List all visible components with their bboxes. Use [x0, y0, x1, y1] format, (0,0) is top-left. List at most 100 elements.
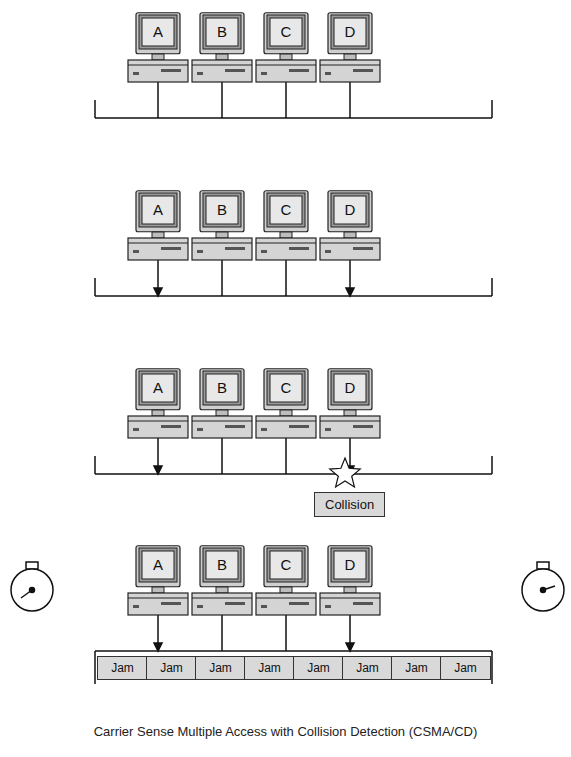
collision-label-box: Collision: [314, 492, 385, 517]
drive-slot: [289, 425, 309, 428]
drive-slot: [353, 425, 373, 428]
power-button: [325, 250, 331, 253]
arrow-head: [154, 288, 162, 296]
power-button: [325, 428, 331, 431]
computer-station: C: [255, 368, 317, 440]
monitor-stand: [152, 587, 164, 593]
computer-station: D: [319, 545, 381, 617]
computer-icon: [191, 545, 253, 617]
monitor-frame: [264, 546, 308, 587]
drive-slot: [161, 69, 181, 72]
clock-pivot: [541, 588, 546, 593]
power-button: [133, 605, 139, 608]
bus-line: [95, 295, 492, 297]
monitor-stand: [216, 232, 228, 238]
monitor-stand: [280, 54, 292, 60]
computer-station: A: [127, 545, 189, 617]
figure-caption: Carrier Sense Multiple Access with Colli…: [94, 724, 478, 739]
computer-icon: [127, 368, 189, 440]
system-unit: [192, 60, 252, 82]
power-button: [133, 250, 139, 253]
monitor-screen: [334, 374, 366, 402]
drive-slot: [353, 602, 373, 605]
computer-icon: [319, 368, 381, 440]
computer-station: B: [191, 190, 253, 262]
bus-end: [94, 456, 96, 474]
signal-arrow: [349, 615, 351, 643]
power-button: [197, 250, 203, 253]
jam-signal-box: Jam: [97, 656, 148, 680]
monitor-frame: [200, 13, 244, 54]
computer-icon: [191, 12, 253, 84]
bus-row-1: [95, 82, 492, 118]
station-letter: D: [334, 551, 366, 579]
monitor-screen: [142, 196, 174, 224]
power-button: [197, 428, 203, 431]
system-unit: [320, 238, 380, 260]
clock-face: [11, 569, 53, 611]
drop-wire: [349, 82, 351, 118]
bus-end: [491, 100, 493, 118]
unit-edge: [192, 65, 252, 66]
signal-arrow: [157, 615, 159, 643]
system-unit: [128, 238, 188, 260]
monitor-frame: [200, 191, 244, 232]
computer-icon: [255, 368, 317, 440]
computer-icon: [255, 545, 317, 617]
computer-icon: [127, 12, 189, 84]
monitor-frame: [264, 13, 308, 54]
station-letter: B: [206, 551, 238, 579]
bus-end: [491, 651, 493, 684]
unit-edge: [192, 421, 252, 422]
signal-arrow: [349, 438, 351, 466]
monitor-stand: [344, 232, 356, 238]
monitor-screen: [206, 374, 238, 402]
unit-edge: [192, 243, 252, 244]
computer-icon: [127, 190, 189, 262]
computer-station: D: [319, 368, 381, 440]
monitor-stand: [152, 54, 164, 60]
monitor-stand: [280, 232, 292, 238]
bus-row-3: [95, 438, 492, 487]
bus-end: [94, 651, 96, 684]
clock-knob: [26, 562, 38, 569]
monitor-screen: [270, 374, 302, 402]
jam-signal-box: Jam: [391, 656, 442, 680]
station-letter: C: [270, 551, 302, 579]
system-unit: [320, 593, 380, 615]
jam-signal-box: Jam: [293, 656, 344, 680]
monitor-bezel: [267, 15, 305, 49]
timer-clock: [11, 562, 53, 611]
monitor-screen: [142, 551, 174, 579]
monitor-frame: [136, 546, 180, 587]
system-unit: [128, 416, 188, 438]
system-unit: [256, 238, 316, 260]
timer-clock: [522, 562, 564, 611]
drive-slot: [289, 247, 309, 250]
system-unit: [192, 238, 252, 260]
monitor-stand: [280, 410, 292, 416]
unit-edge: [192, 598, 252, 599]
monitor-stand: [344, 587, 356, 593]
monitor-frame: [328, 13, 372, 54]
monitor-bezel: [139, 371, 177, 405]
monitor-stand: [344, 410, 356, 416]
station-letter: C: [270, 196, 302, 224]
drive-slot: [161, 247, 181, 250]
station-letter: C: [270, 374, 302, 402]
bus-line: [95, 650, 492, 652]
computer-icon: [319, 12, 381, 84]
station-letter: A: [142, 551, 174, 579]
jam-signal-box: Jam: [342, 656, 393, 680]
system-unit: [256, 593, 316, 615]
computer-station: A: [127, 12, 189, 84]
power-button: [325, 605, 331, 608]
unit-edge: [256, 243, 316, 244]
unit-edge: [320, 598, 380, 599]
monitor-screen: [206, 551, 238, 579]
drive-slot: [225, 69, 245, 72]
signal-arrow: [157, 438, 159, 466]
arrow-head: [154, 643, 162, 651]
monitor-frame: [200, 369, 244, 410]
